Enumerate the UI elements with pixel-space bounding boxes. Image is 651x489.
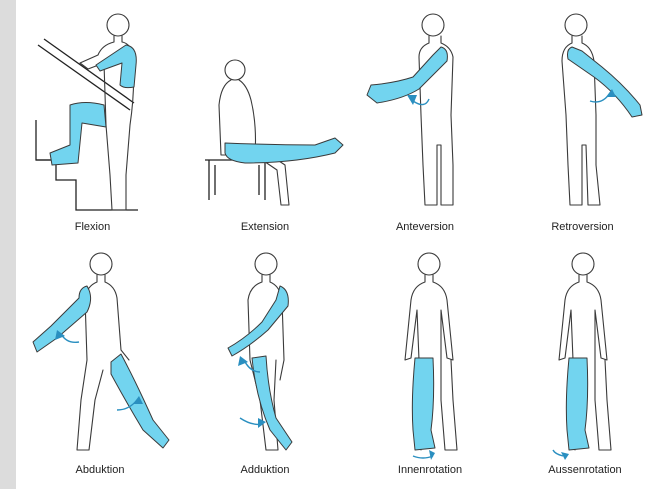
label-innenrotation: Innenrotation xyxy=(375,464,485,476)
figure-innenrotation: Innenrotation xyxy=(375,250,485,485)
extension-illustration xyxy=(185,5,345,215)
label-anteversion: Anteversion xyxy=(355,221,495,233)
flexion-illustration xyxy=(30,5,155,215)
label-adduktion: Adduktion xyxy=(200,464,330,476)
adduktion-illustration xyxy=(200,250,330,460)
anteversion-illustration xyxy=(355,5,495,215)
label-retroversion: Retroversion xyxy=(520,221,645,233)
aussenrotation-illustration xyxy=(525,250,645,460)
figure-retroversion: Retroversion xyxy=(520,5,645,235)
figure-adduktion: Adduktion xyxy=(200,250,330,485)
figure-flexion: Flexion xyxy=(30,5,155,235)
label-abduktion: Abduktion xyxy=(25,464,175,476)
retroversion-illustration xyxy=(520,5,645,215)
figure-anteversion: Anteversion xyxy=(355,5,495,235)
label-extension: Extension xyxy=(185,221,345,233)
label-flexion: Flexion xyxy=(30,221,155,233)
abduktion-illustration xyxy=(25,250,175,460)
innenrotation-illustration xyxy=(375,250,485,460)
figure-extension: Extension xyxy=(185,5,345,235)
left-sidebar-strip xyxy=(0,0,16,489)
label-aussenrotation: Aussenrotation xyxy=(525,464,645,476)
figure-aussenrotation: Aussenrotation xyxy=(525,250,645,485)
figure-abduktion: Abduktion xyxy=(25,250,175,485)
